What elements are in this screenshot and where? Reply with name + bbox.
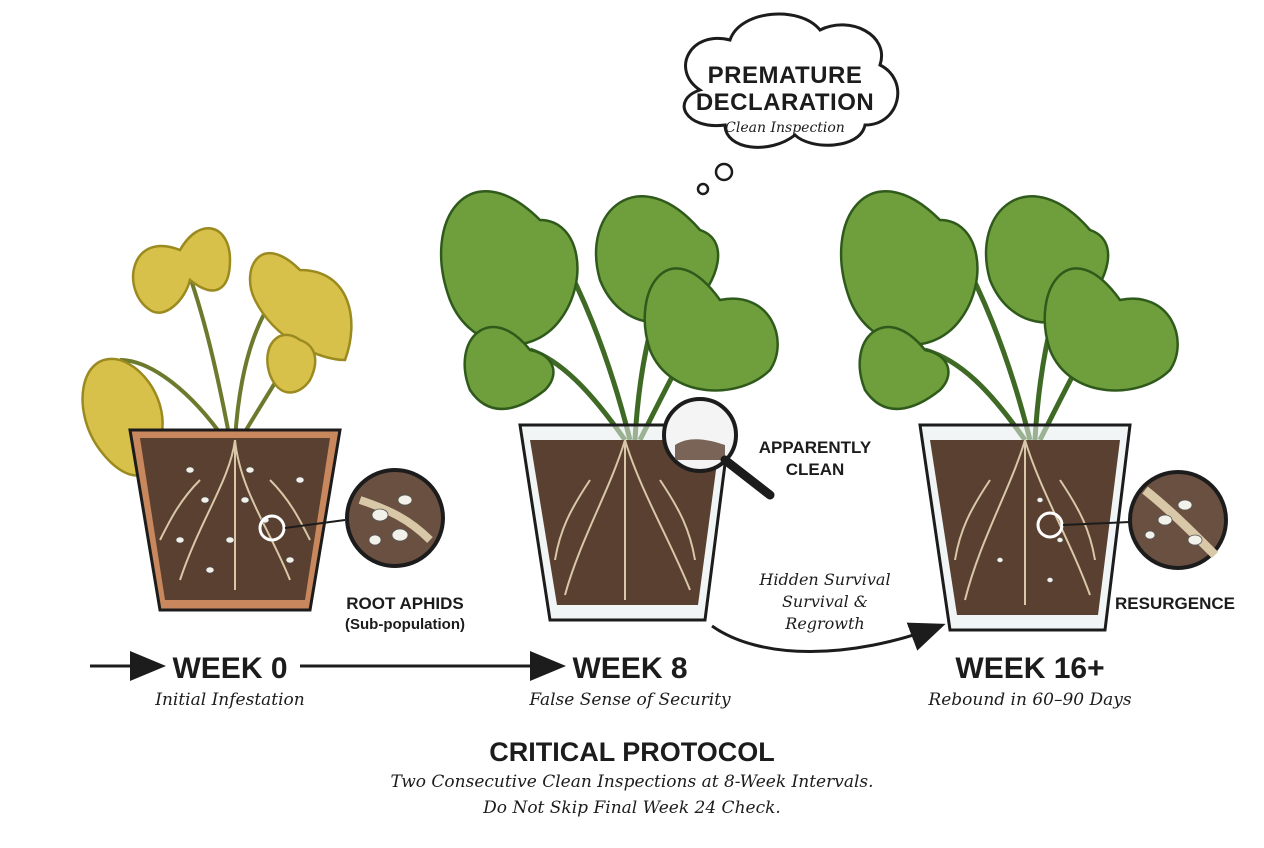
callout-week-0-line1: ROOT APHIDS (346, 594, 464, 613)
stage-week-0 (81, 227, 445, 612)
week-8-label: WEEK 8 (572, 652, 688, 685)
week-0-caption: Initial Infestation (155, 690, 305, 710)
transition-line2: Survival & (781, 592, 869, 611)
week-8-caption: False Sense of Security (529, 690, 731, 710)
callout-week-8-line1: APPARENTLY (758, 438, 872, 457)
magnifier-week-8 (662, 397, 775, 500)
plant-week-16-leaves (840, 190, 1179, 442)
protocol-line2: Do Not Skip Final Week 24 Check. (483, 798, 781, 818)
transition-line1: Hidden Survival (759, 570, 891, 589)
week-0-label: WEEK 0 (172, 652, 288, 685)
bubble-subtitle: Clean Inspection (725, 120, 845, 136)
week-16-caption: Rebound in 60–90 Days (928, 690, 1132, 710)
pot-week-8 (518, 423, 732, 622)
plant-week-8-leaves (440, 190, 779, 442)
protocol-title: CRITICAL PROTOCOL (489, 737, 775, 767)
pot-week-16 (918, 423, 1132, 632)
magnifier-week-0 (258, 468, 445, 568)
thought-bubble (682, 12, 900, 196)
magnifier-week-16 (1036, 470, 1228, 570)
stage-week-8 (440, 190, 779, 622)
week-16-label: WEEK 16+ (955, 652, 1105, 685)
pot-week-0 (128, 428, 342, 612)
timeline-arrows (90, 622, 946, 681)
callout-week-8-line2: CLEAN (785, 460, 845, 479)
transition-line3: Regrowth (785, 614, 865, 633)
protocol-line1: Two Consecutive Clean Inspections at 8-W… (390, 772, 874, 792)
bubble-title-line1: PREMATURE (707, 62, 863, 89)
callout-week-16: RESURGENCE (1115, 594, 1235, 613)
bubble-title-line2: DECLARATION (695, 89, 875, 116)
callout-week-0-line2: (Sub-population) (345, 616, 465, 633)
stage-week-16 (840, 190, 1228, 632)
